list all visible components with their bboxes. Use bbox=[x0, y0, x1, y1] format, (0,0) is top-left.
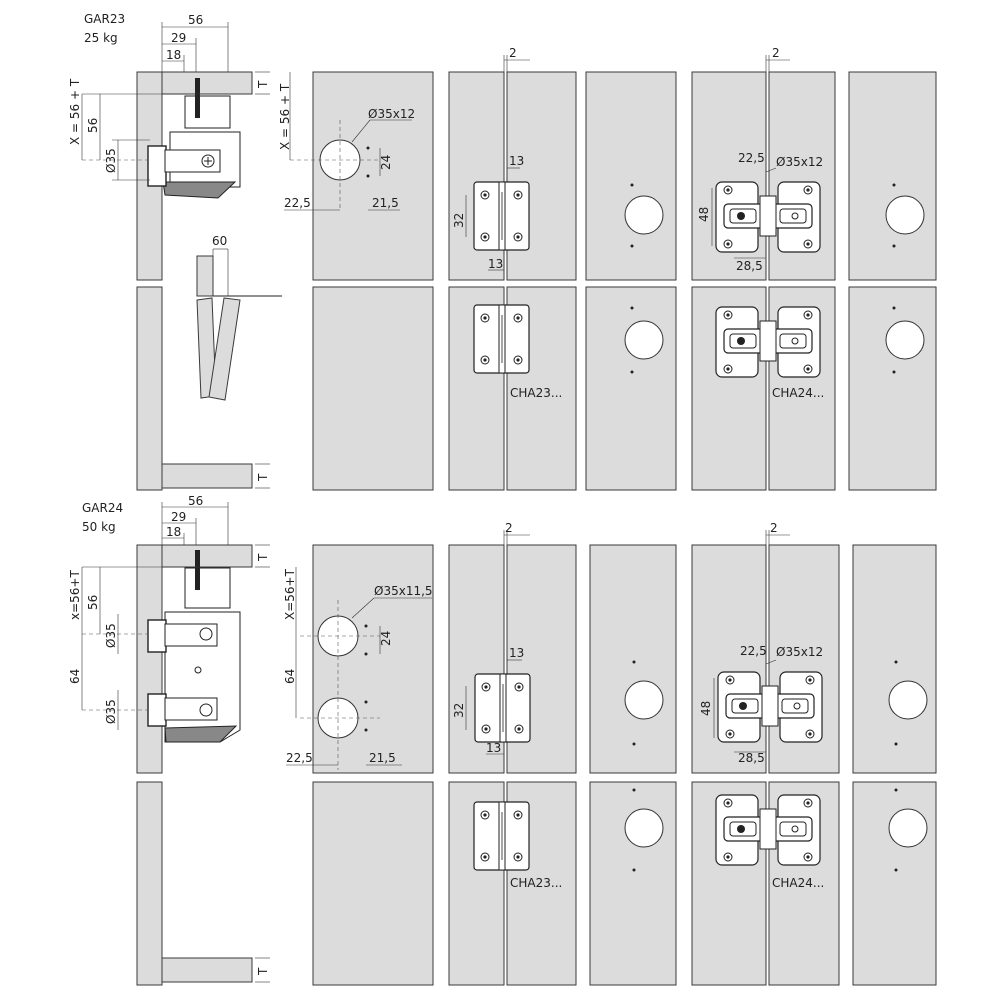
dim-29: 29 bbox=[171, 510, 186, 524]
drilling-view-gar24: Ø35x11,5 X=56+T 64 24 22,5 21,5 bbox=[283, 544, 434, 986]
bottom-panel bbox=[161, 463, 253, 489]
cha23-label: CHA23... bbox=[510, 386, 562, 400]
section-gar23: GAR23 25 kg 56 29 18 T T bbox=[68, 12, 937, 491]
dim-48: 48 bbox=[697, 207, 711, 222]
gap-2: 2 bbox=[505, 521, 513, 535]
side-view-gar23: GAR23 25 kg 56 29 18 T T bbox=[68, 12, 282, 491]
dim-64: 64 bbox=[68, 669, 82, 684]
dim-x: X = 56 + T bbox=[68, 78, 82, 145]
dim-60: 60 bbox=[212, 234, 227, 248]
dim-32: 32 bbox=[452, 703, 466, 718]
gar24-hinge-mechanism bbox=[147, 550, 241, 743]
dim-24: 24 bbox=[379, 155, 393, 170]
gar23-hinge-mechanism bbox=[147, 78, 241, 199]
weight-label: 50 kg bbox=[82, 520, 116, 534]
dim-28-5: 28,5 bbox=[736, 259, 763, 273]
dim-x: x=56+T bbox=[68, 570, 82, 620]
cha24-hinge-lower bbox=[716, 307, 820, 377]
dim-56: 56 bbox=[188, 13, 203, 27]
bore-label: Ø35x11,5 bbox=[374, 584, 433, 598]
dim-22-5: 22,5 bbox=[738, 151, 765, 165]
dim-22-5: 22,5 bbox=[740, 644, 767, 658]
concealed-hinge-view-gar23: 2 22,5 Ø35x12 48 28,5 CHA24... bbox=[691, 46, 836, 491]
dim-29: 29 bbox=[171, 31, 186, 45]
cha24-label: CHA24... bbox=[772, 876, 824, 890]
dim-13b: 13 bbox=[486, 741, 501, 755]
dim-21-5: 21,5 bbox=[369, 751, 396, 765]
concealed-hinge-view-gar24: 2 22,5 Ø35x12 48 28,5 CHA24... bbox=[691, 521, 840, 986]
dim-13a: 13 bbox=[509, 154, 524, 168]
cha23-label: CHA23... bbox=[510, 876, 562, 890]
cha24-hinge-lower bbox=[716, 795, 820, 865]
dim-64-drill: 64 bbox=[283, 669, 297, 684]
door-panel-gar23 bbox=[585, 71, 677, 491]
t-label: T bbox=[256, 80, 270, 89]
dim-13a: 13 bbox=[509, 646, 524, 660]
section-gar24: GAR24 50 kg 56 29 18 T T bbox=[68, 494, 937, 986]
drill-x-label: X=56+T bbox=[283, 568, 297, 620]
door-panel-gar23-right bbox=[848, 71, 937, 491]
dim-18: 18 bbox=[166, 525, 181, 539]
drilling-view-gar23: Ø35x12 X = 56 + T 24 22,5 21,5 bbox=[278, 71, 434, 491]
dim-22-5: 22,5 bbox=[286, 751, 313, 765]
dim-32: 32 bbox=[452, 213, 466, 228]
dim-d35b: Ø35 bbox=[104, 699, 118, 724]
cha23-hinge bbox=[475, 674, 530, 742]
dim-24: 24 bbox=[379, 631, 393, 646]
butt-hinge-view-gar23: 2 13 32 13 CHA23... bbox=[448, 46, 577, 491]
cha24-hinge bbox=[716, 182, 820, 252]
dim-56: 56 bbox=[188, 494, 203, 508]
door-panel-gar24-right bbox=[852, 544, 937, 986]
gap-2: 2 bbox=[509, 46, 517, 60]
dim-22-5: 22,5 bbox=[284, 196, 311, 210]
butt-hinge-view-gar24: 2 13 32 13 CHA23... bbox=[448, 521, 577, 986]
dim-56-vertical: 56 bbox=[86, 118, 100, 133]
drill-x-label: X = 56 + T bbox=[278, 83, 292, 150]
dim-56-vertical: 56 bbox=[86, 595, 100, 610]
model-label: GAR24 bbox=[82, 501, 123, 515]
cha23-hinge-lower bbox=[474, 305, 529, 373]
gap-2: 2 bbox=[772, 46, 780, 60]
door-panel-gar24 bbox=[589, 544, 677, 986]
cha23-hinge bbox=[474, 182, 529, 250]
cha24-label: CHA24... bbox=[772, 386, 824, 400]
bore-label: Ø35x12 bbox=[368, 107, 415, 121]
dim-d35a: Ø35 bbox=[104, 623, 118, 648]
dim-48: 48 bbox=[699, 701, 713, 716]
model-label: GAR23 bbox=[84, 12, 125, 26]
dim-18: 18 bbox=[166, 48, 181, 62]
cha23-hinge-lower bbox=[474, 802, 529, 870]
dim-21-5: 21,5 bbox=[372, 196, 399, 210]
bore-label: Ø35x12 bbox=[776, 155, 823, 169]
cabinet-side-panel-lower bbox=[136, 286, 163, 491]
dim-d35: Ø35 bbox=[104, 148, 118, 173]
weight-label: 25 kg bbox=[84, 31, 118, 45]
t-label: T bbox=[256, 553, 270, 562]
t-label-bottom: T bbox=[256, 473, 270, 482]
dim-28-5: 28,5 bbox=[738, 751, 765, 765]
gap-2: 2 bbox=[770, 521, 778, 535]
side-view-gar24: GAR24 50 kg 56 29 18 T T bbox=[68, 494, 270, 986]
bore-label: Ø35x12 bbox=[776, 645, 823, 659]
dim-13b: 13 bbox=[488, 257, 503, 271]
top-panel bbox=[161, 71, 253, 95]
door-opening-sketch: 60 bbox=[196, 234, 282, 401]
t-label-bottom: T bbox=[256, 967, 270, 976]
